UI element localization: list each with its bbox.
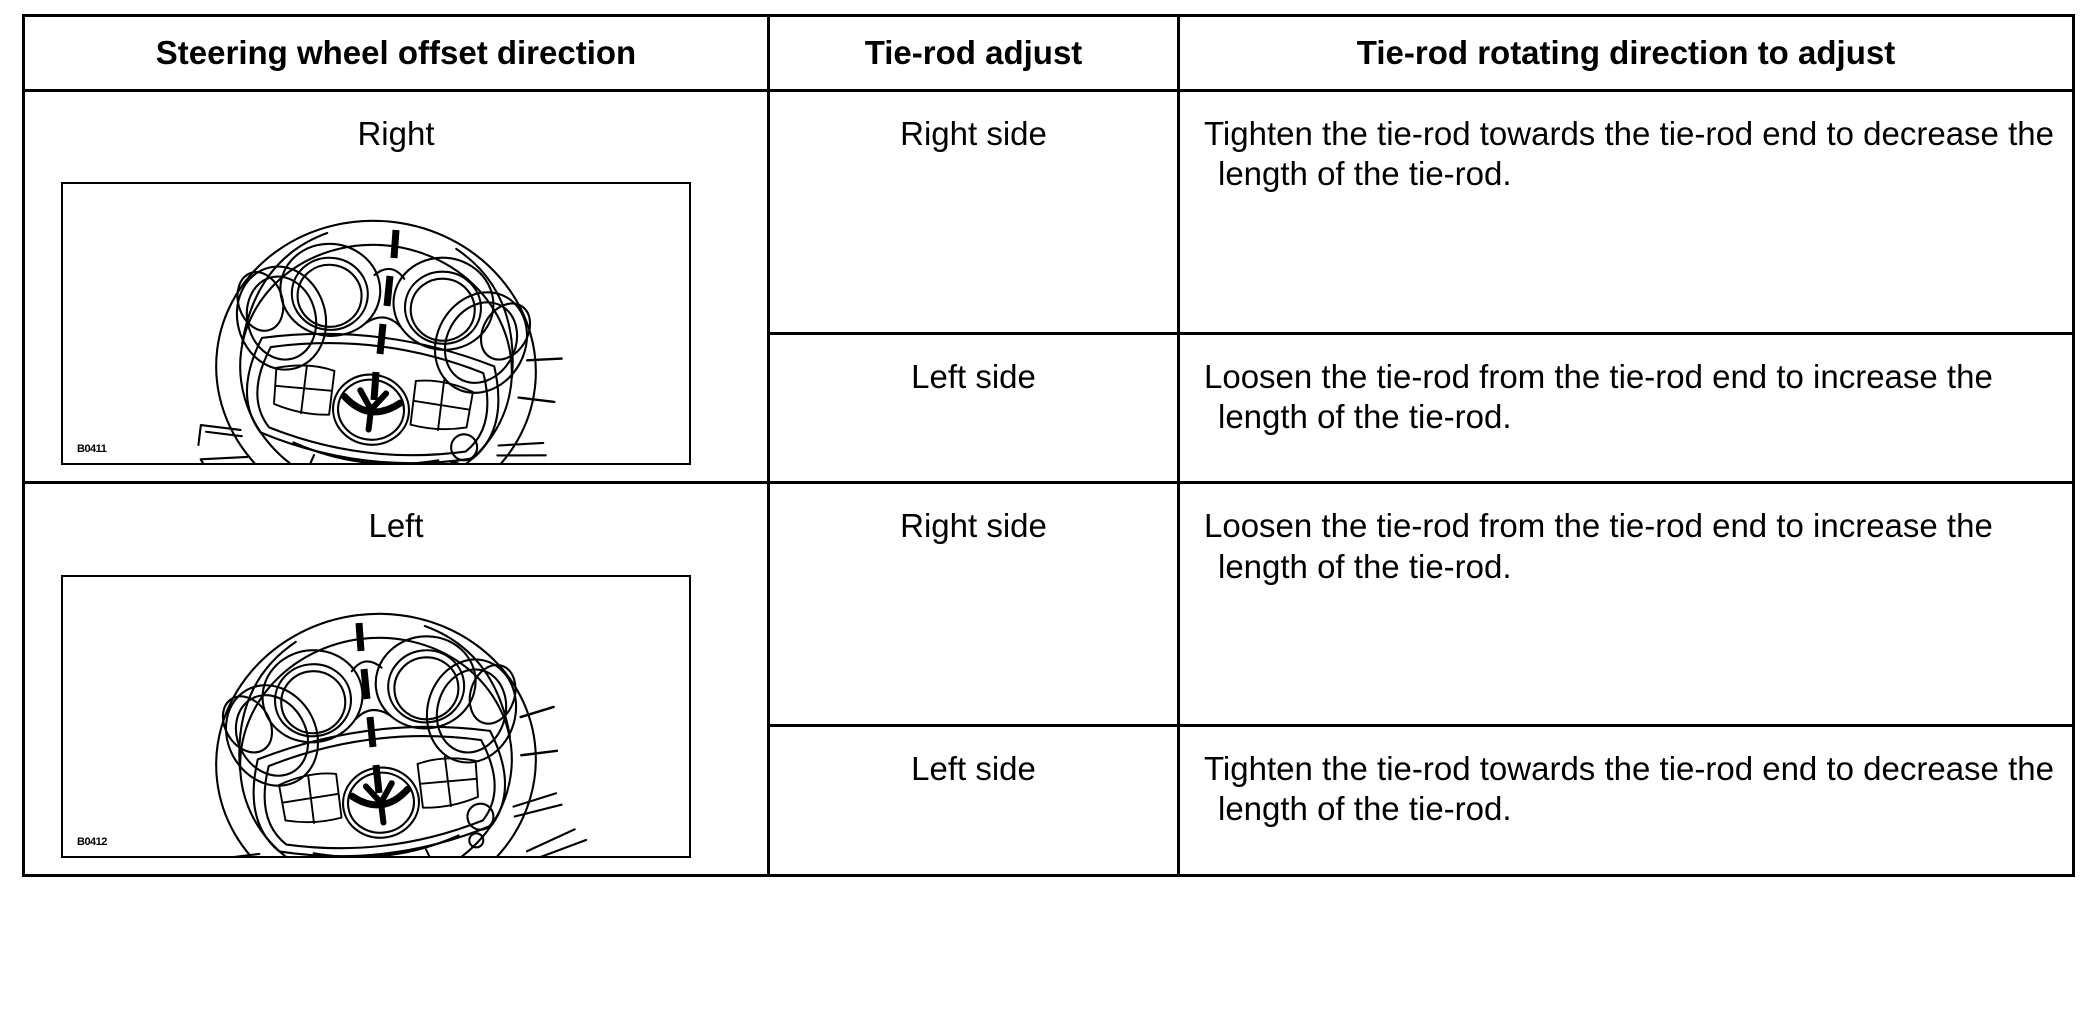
tie-rod-adjust-label: Right side [900, 115, 1047, 152]
steering-wheel-illustration-svg [215, 612, 588, 856]
column-header-tie-rod-rotating-direction: Tie-rod rotating direction to adjust [1177, 14, 2075, 92]
illustration-id-label: B0412 [77, 835, 107, 848]
illustration-wrapper: B0411 [61, 182, 691, 466]
rotating-direction-cell: Loosen the tie-rod from the tie-rod end … [1177, 481, 2075, 727]
tie-rod-adjust-label: Left side [911, 357, 1036, 395]
illustration-id-label: B0411 [77, 443, 107, 456]
steering-wheel-offset-right-diagram: B0411 [61, 182, 691, 466]
tie-rod-adjustment-table: Steering wheel offset direction Tie-rod … [22, 14, 2075, 877]
tie-rod-adjust-cell: Left side [767, 723, 1180, 877]
column-header-steering-wheel-offset-direction: Steering wheel offset direction [22, 14, 770, 92]
rotating-direction-cell: Tighten the tie-rod towards the tie-rod … [1177, 89, 2075, 335]
illustration-wrapper: B0412 [61, 574, 691, 858]
table-header: Steering wheel offset direction Tie-rod … [22, 14, 2075, 92]
offset-direction-label: Left [368, 507, 424, 545]
rotating-direction-text: Loosen the tie-rod from the tie-rod end … [1204, 357, 1993, 435]
tie-rod-adjust-cell: Right side [767, 89, 1180, 335]
tie-rod-adjust-label: Left side [911, 749, 1036, 787]
offset-direction-cell-left: Left [22, 481, 770, 877]
rotating-direction-text: Tighten the tie-rod towards the tie-rod … [1204, 749, 2054, 828]
rotating-direction-text: Loosen the tie-rod from the tie-rod end … [1204, 507, 1993, 585]
table-header-row: Steering wheel offset direction Tie-rod … [22, 14, 2075, 92]
table-row: Left side Tighten the tie-rod towards th… [24, 723, 2075, 877]
offset-direction-label: Right [357, 115, 435, 152]
steering-wheel-offset-left-diagram: B0412 [61, 574, 691, 858]
tie-rod-adjust-label: Right side [900, 507, 1047, 545]
rotating-direction-cell: Tighten the tie-rod towards the tie-rod … [1177, 723, 2075, 877]
rotating-direction-cell: Loosen the tie-rod from the tie-rod end … [1177, 331, 2075, 485]
table-row: Right [22, 88, 2075, 485]
table-body: Right [22, 88, 2075, 877]
tie-rod-adjust-cell: Left side [767, 331, 1180, 485]
rotating-direction-text: Tighten the tie-rod towards the tie-rod … [1204, 115, 2054, 193]
table-row: Left side Loosen the tie-rod from the ti… [24, 331, 2075, 485]
tie-rod-adjust-cell: Right side [767, 481, 1180, 727]
steering-wheel-illustration-svg [197, 220, 563, 464]
offset-direction-cell-right: Right [22, 88, 770, 485]
column-header-tie-rod-adjust: Tie-rod adjust [767, 14, 1180, 92]
table-row: Left [22, 481, 2075, 877]
